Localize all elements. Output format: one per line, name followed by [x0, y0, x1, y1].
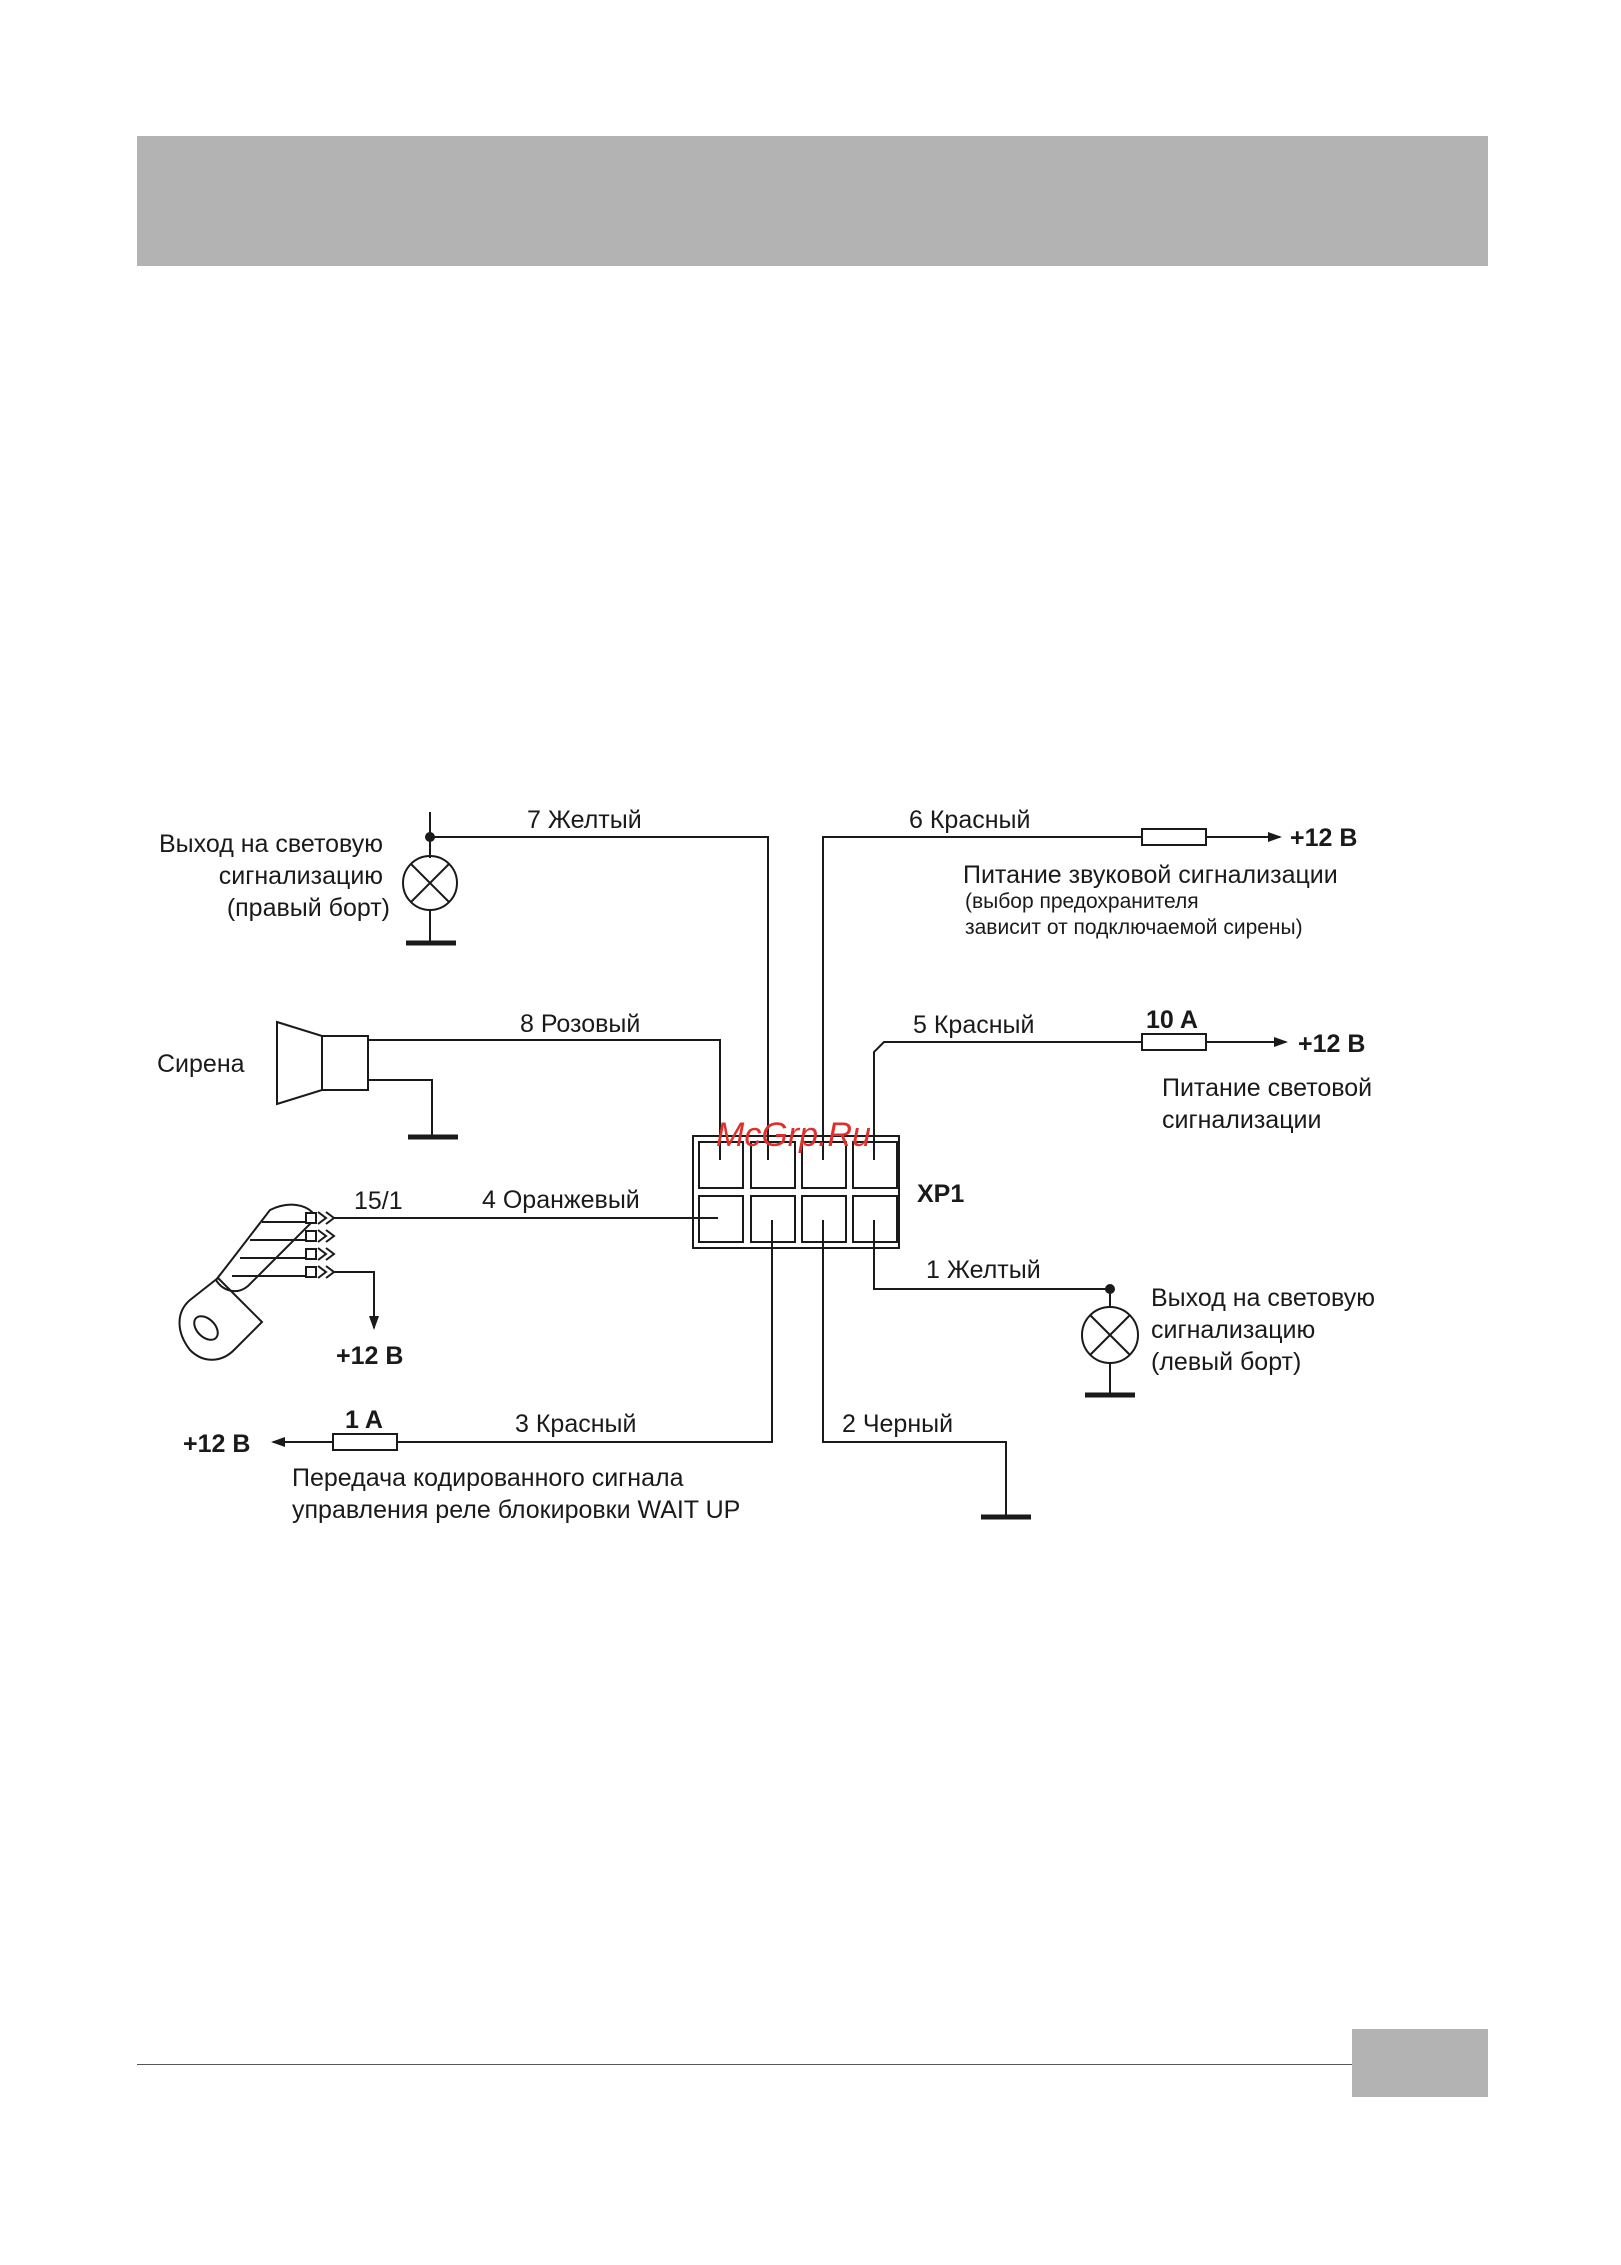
wire-5 — [873, 1033, 1288, 1160]
siren-icon — [276, 1020, 458, 1140]
wire-6-label: 6 Красный — [909, 806, 1030, 834]
siren-fuse-note: (выбор предохранителя зависит от подключ… — [965, 890, 1303, 939]
siren-power-label: Питание звуковой сигнализации — [963, 861, 1338, 889]
wire-7-label: 7 Желтый — [527, 806, 642, 834]
wire-8-label: 8 Розовый — [520, 1010, 640, 1038]
lamp-right-label: Выход на световую сигнализацию (правый б… — [159, 830, 390, 922]
connector-label: XP1 — [917, 1180, 964, 1208]
wire-4-label: 4 Оранжевый — [482, 1186, 640, 1214]
footer-tab — [1352, 2029, 1488, 2097]
light-power-label: Питание световой сигнализации — [1162, 1074, 1379, 1134]
power-left-label: +12 В — [183, 1430, 250, 1458]
lamp-right-icon — [402, 855, 458, 946]
wire-3-label: 3 Красный — [515, 1410, 636, 1438]
footer-rule — [137, 2064, 1352, 2065]
wire-5-label: 5 Красный — [913, 1011, 1034, 1039]
fuse-1a-label: 1 A — [345, 1406, 383, 1434]
siren-label: Сирена — [157, 1050, 245, 1078]
relay-label: Передача кодированного сигнала управлени… — [292, 1464, 740, 1524]
ignition-terminal-label: 15/1 — [354, 1187, 403, 1215]
ignition-switch-icon — [178, 1203, 379, 1361]
wire-2 — [822, 1220, 1031, 1520]
wire-6 — [822, 828, 1282, 1160]
watermark-text: McGrp.Ru — [716, 1116, 871, 1154]
lamp-left-icon — [1081, 1306, 1139, 1398]
power-mid-label: +12 В — [1298, 1030, 1365, 1058]
power-ignition-label: +12 В — [336, 1342, 403, 1370]
wire-3 — [271, 1220, 773, 1451]
power-top-label: +12 В — [1290, 824, 1357, 852]
wire-7 — [425, 812, 769, 1160]
header-band — [137, 136, 1488, 266]
fuse-10a-label: 10 A — [1146, 1006, 1198, 1034]
wire-2-label: 2 Черный — [842, 1410, 953, 1438]
wire-8 — [368, 1039, 721, 1160]
lamp-left-label: Выход на световую сигнализацию (левый бо… — [1151, 1284, 1382, 1376]
wire-1 — [873, 1220, 1115, 1306]
wire-1-label: 1 Желтый — [926, 1256, 1041, 1284]
